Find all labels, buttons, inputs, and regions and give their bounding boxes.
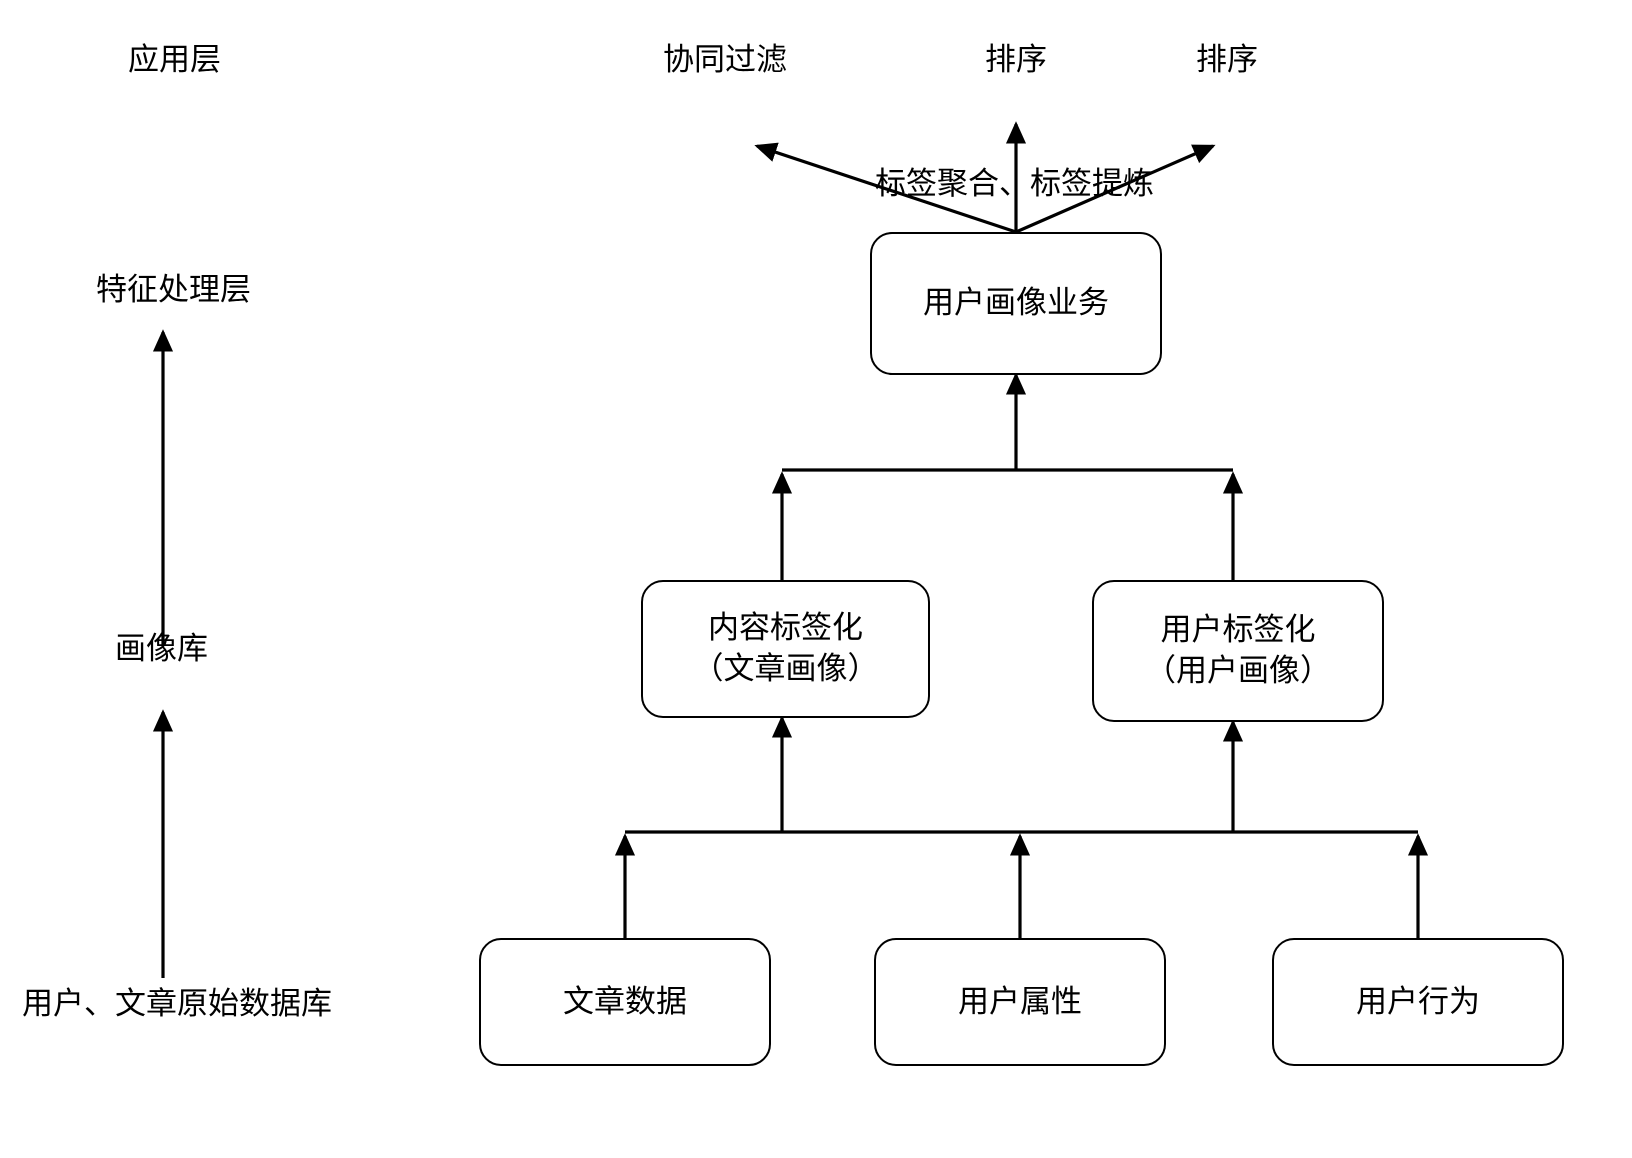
node-user-attributes[interactable]: 用户属性 — [874, 938, 1166, 1066]
node-user-tagging[interactable]: 用户标签化 （用户画像） — [1092, 580, 1384, 722]
node-article-data-label: 文章数据 — [563, 983, 687, 1019]
node-user-tagging-label-line2: （用户画像） — [1145, 653, 1331, 688]
layer-label-profile-library: 画像库 — [115, 631, 208, 666]
node-article-data[interactable]: 文章数据 — [479, 938, 771, 1066]
node-user-profile-business[interactable]: 用户画像业务 — [870, 232, 1162, 375]
node-user-attributes-label: 用户属性 — [958, 983, 1082, 1019]
edge-to-ranking-right — [1015, 144, 1216, 234]
layer-label-application: 应用层 — [128, 42, 221, 77]
node-user-profile-business-label: 用户画像业务 — [923, 285, 1109, 321]
layer-label-raw-database: 用户、文章原始数据库 — [22, 986, 332, 1021]
output-label-collaborative-filtering: 协同过滤 — [663, 42, 787, 77]
node-user-behavior[interactable]: 用户行为 — [1272, 938, 1564, 1066]
edge-to-collaborative-filtering — [754, 142, 1017, 234]
output-label-ranking-right: 排序 — [1196, 42, 1258, 77]
node-user-tagging-label-line1: 用户标签化 — [1160, 612, 1316, 648]
layer-label-feature-processing: 特征处理层 — [96, 272, 251, 307]
node-content-tagging-label-line1: 内容标签化 — [708, 610, 863, 646]
node-user-behavior-label: 用户行为 — [1356, 983, 1480, 1019]
node-content-tagging-label-line2: （文章画像） — [692, 651, 879, 686]
node-content-tagging[interactable]: 内容标签化 （文章画像） — [641, 580, 930, 718]
output-label-ranking-center: 排序 — [985, 42, 1047, 77]
edge-label-tag-aggregation: 标签聚合、标签提炼 — [875, 166, 1154, 201]
